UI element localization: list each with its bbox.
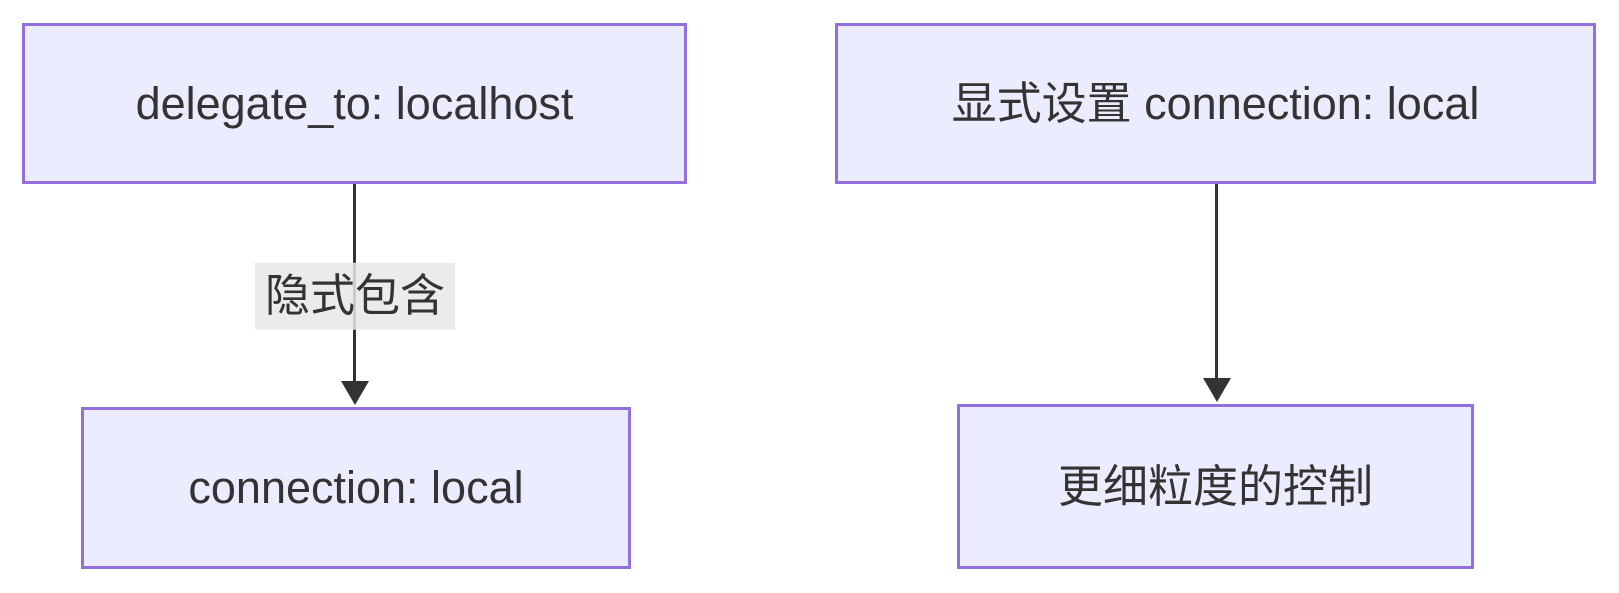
node-label: connection: local	[188, 462, 524, 513]
arrow-down-icon	[341, 381, 369, 405]
node-label: delegate_to: localhost	[135, 77, 574, 129]
arrow-down-icon	[1203, 378, 1231, 402]
node-finer-grained-control: 更细粒度的控制	[957, 404, 1474, 569]
node-connection-local: connection: local	[81, 407, 631, 569]
edge-label-implicit-include: 隐式包含	[254, 262, 456, 330]
edge-line-explicit	[1215, 184, 1218, 380]
node-label: 显式设置 connection: local	[951, 77, 1480, 129]
node-delegate-to-localhost: delegate_to: localhost	[22, 23, 687, 184]
node-label: 更细粒度的控制	[1057, 460, 1373, 512]
node-explicit-connection-local: 显式设置 connection: local	[835, 23, 1596, 184]
